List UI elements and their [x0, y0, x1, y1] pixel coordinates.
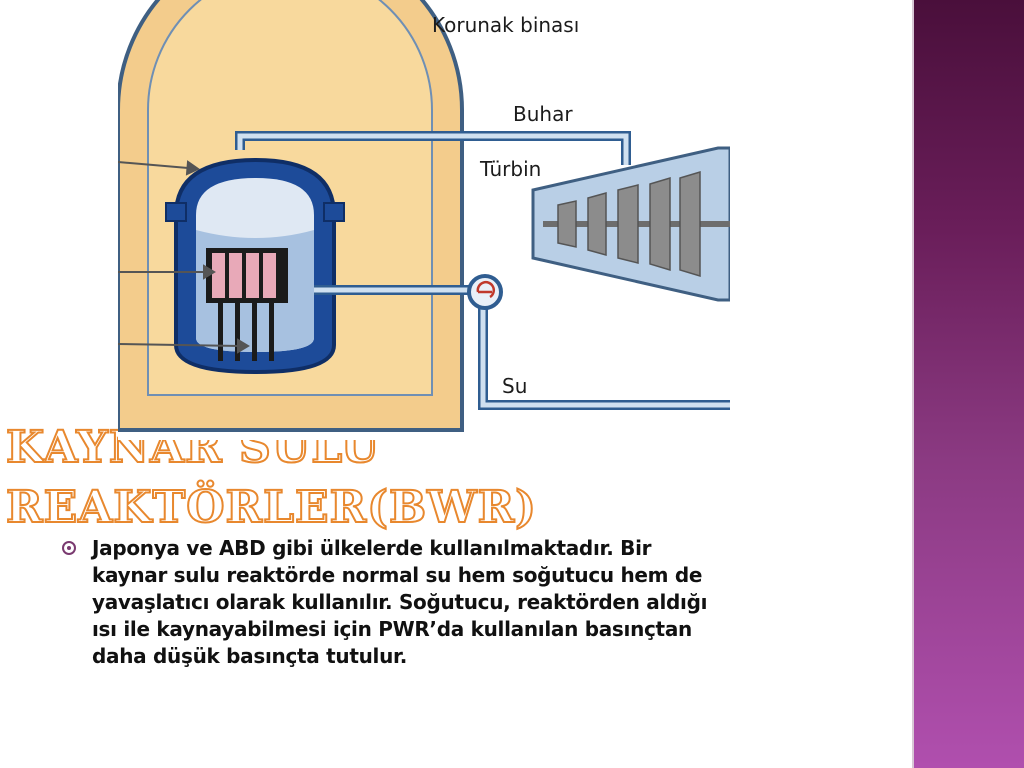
- slide-title-line-2: REAKTÖRLER(BWR): [5, 481, 537, 534]
- label-steam: Buhar: [513, 102, 573, 126]
- pointer-arrows: [118, 160, 250, 354]
- label-containment: Korunak binası: [432, 13, 579, 37]
- bwr-diagram: Korunak binası Buhar Türbin Su: [118, 0, 730, 440]
- bwr-diagram-svg: Korunak binası Buhar Türbin Su: [118, 0, 730, 432]
- bullet-list: Japonya ve ABD gibi ülkelerde kullanılma…: [62, 535, 722, 670]
- bullet-circle-icon: [62, 541, 76, 555]
- bullet-paragraph: Japonya ve ABD gibi ülkelerde kullanılma…: [92, 536, 708, 668]
- decorative-side-band: [912, 0, 1024, 768]
- label-turbine: Türbin: [479, 157, 541, 181]
- label-water: Su: [502, 374, 527, 398]
